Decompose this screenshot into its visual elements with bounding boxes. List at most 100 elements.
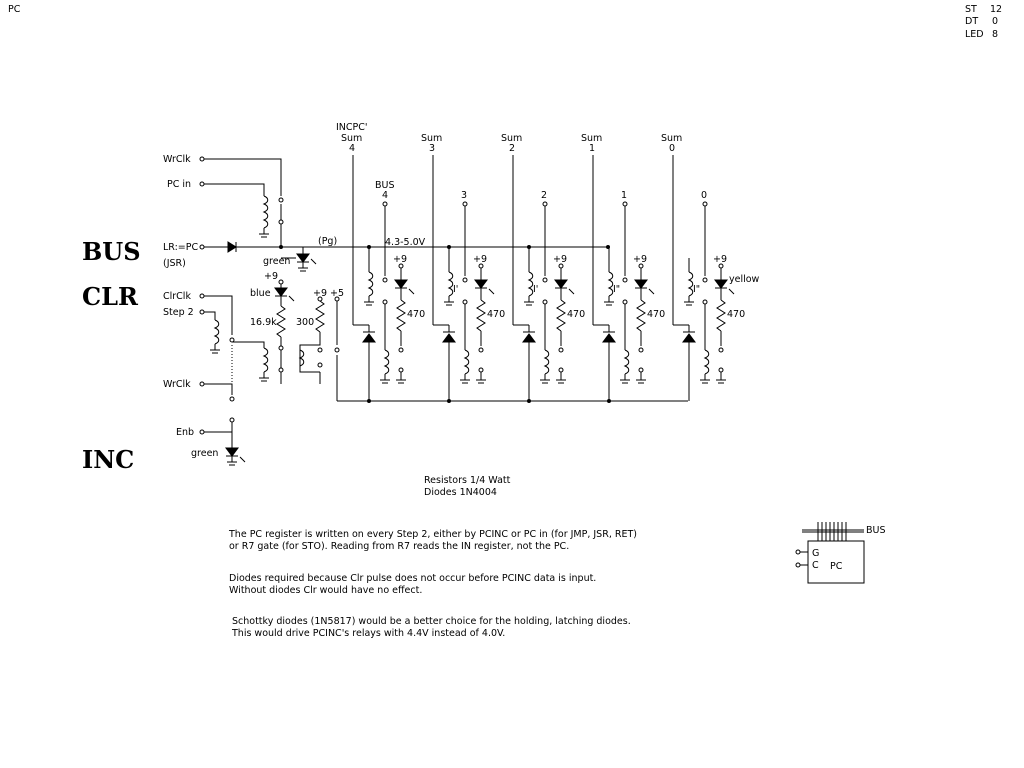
pc-block-symbol [795,522,865,584]
sum-header-0-bit: 0 [669,143,675,154]
page-label: PC [8,4,21,15]
contact-label-bit1: I" [613,284,620,295]
sum-header-1: Sum 1 [581,133,602,154]
sum-header-3-bit: 3 [429,143,435,154]
input-label-step2: Step 2 [163,307,194,318]
stat-dt-value: 0 [992,16,998,27]
stat-led-key: LED [965,29,984,40]
supply-label-col0: +9 [713,254,727,265]
terminal-bus-4 [382,201,388,207]
note-resistors: Resistors 1/4 Watt [424,475,511,486]
note-line-2: or R7 gate (for STO). Reading from R7 re… [229,541,569,552]
sum-header-4-bit: 4 [349,143,355,154]
led-label-blue: blue [250,288,271,299]
supply-label-col3: +9 [473,254,487,265]
resistor-label-300: 300 [296,317,314,328]
contact-label-bit0: I" [693,284,700,295]
supply-label-col1: +9 [633,254,647,265]
led-green-bus [281,247,317,272]
bus-bit-4: 4 [382,190,388,201]
terminal-lr-pc [199,244,205,250]
terminal-step2 [199,309,205,315]
block-pin-c: C [812,560,819,571]
input-label-wrclk-top: WrClk [163,154,191,165]
sum-header-2-bit: 2 [509,143,515,154]
input-label-wrclk-bottom: WrClk [163,379,191,390]
sum-header-0-line2: Sum [661,133,682,144]
sum-header-4-line1: INCPC' [336,122,368,133]
terminal-wrclk-top [199,156,205,162]
supply-label-300: +9 [313,288,327,299]
bus-bit-0: 0 [701,190,707,201]
relay-pc-in [204,158,284,247]
note-diodes: Diodes 1N4004 [424,487,497,498]
sum-header-4: INCPC' Sum 4 [336,122,368,154]
sum-header-1-bit: 1 [589,143,595,154]
input-label-jsr: (JSR) [163,258,186,269]
sum-header-0: Sum 0 [661,133,682,154]
section-label-clr: CLR [82,282,139,311]
note-line-3: Diodes required because Clr pulse does n… [229,573,596,584]
relay-clr [204,295,269,384]
terminal-pc-in [199,181,205,187]
resistor-label-470-col4: 470 [407,309,425,320]
block-pin-g: G [812,548,819,559]
bus-bit-3: 3 [461,190,467,201]
resistor-300 [298,296,325,384]
resistor-label-470-col0: 470 [727,309,745,320]
stats-block: ST 12 DT 0 LED 8 [965,4,1002,40]
stat-st-value: 12 [990,4,1002,15]
sum-header-2: Sum 2 [501,133,522,154]
stat-led-value: 8 [992,29,998,40]
column-bit-1 [592,155,655,403]
stat-st-key: ST [965,4,977,15]
note-line-4: Without diodes Clr would have no effect. [229,585,422,596]
bus-bit-1: 1 [621,190,627,201]
note-line-1: The PC register is written on every Step… [228,529,637,540]
supply-label-col2: +9 [553,254,567,265]
block-title: PC [830,561,843,572]
sum-header-2-line2: Sum [501,133,522,144]
column-bit-0 [672,155,735,401]
sum-header-3-line2: Sum [421,133,442,144]
lr-pc-diode [204,241,237,253]
column-bit-4 [352,155,415,403]
note-line-6: This would drive PCINC's relays with 4.4… [231,628,505,639]
bus-junction [279,245,283,249]
terminal-enb [199,429,205,435]
sum-header-4-line2: Sum [341,133,362,144]
resistor-16k [276,305,286,384]
led-label-green-bus: green [263,256,290,267]
input-label-lr-pc: LR:=PC [163,242,198,253]
plus5-rail [334,296,688,402]
resistor-label-470-col2: 470 [567,309,585,320]
relay-inc [204,383,246,466]
sum-header-1-line2: Sum [581,133,602,144]
terminal-clrclk [199,293,205,299]
contact-label-bit2: I' [533,284,538,295]
resistor-label-470-col3: 470 [487,309,505,320]
section-label-inc: INC [82,445,134,474]
bus-bit-2: 2 [541,190,547,201]
supply-label-5v: +5 [330,288,344,299]
bus-voltage-label: 4.3-5.0V [385,237,426,248]
input-label-clrclk: ClrClk [163,291,191,302]
column-bit-3 [432,155,495,403]
input-label-enb: Enb [176,427,194,438]
sum-header-3: Sum 3 [421,133,442,154]
stat-dt-key: DT [965,16,978,27]
column-bit-2 [512,155,575,403]
bus-label: BUS [375,180,395,191]
led-blue [274,279,295,306]
bus-pg-label: (Pg) [318,236,337,247]
input-label-pc-in: PC in [167,179,191,190]
supply-label-col4: +9 [393,254,407,265]
led-label-yellow: yellow [729,274,760,285]
resistor-label-16k: 16.9k [250,317,277,328]
supply-label-blue: +9 [264,271,278,282]
section-label-bus: BUS [82,237,141,266]
note-line-5: Schottky diodes (1N5817) would be a bett… [232,616,631,627]
led-label-green-inc: green [191,448,218,459]
contact-label-bit3: I' [453,284,458,295]
